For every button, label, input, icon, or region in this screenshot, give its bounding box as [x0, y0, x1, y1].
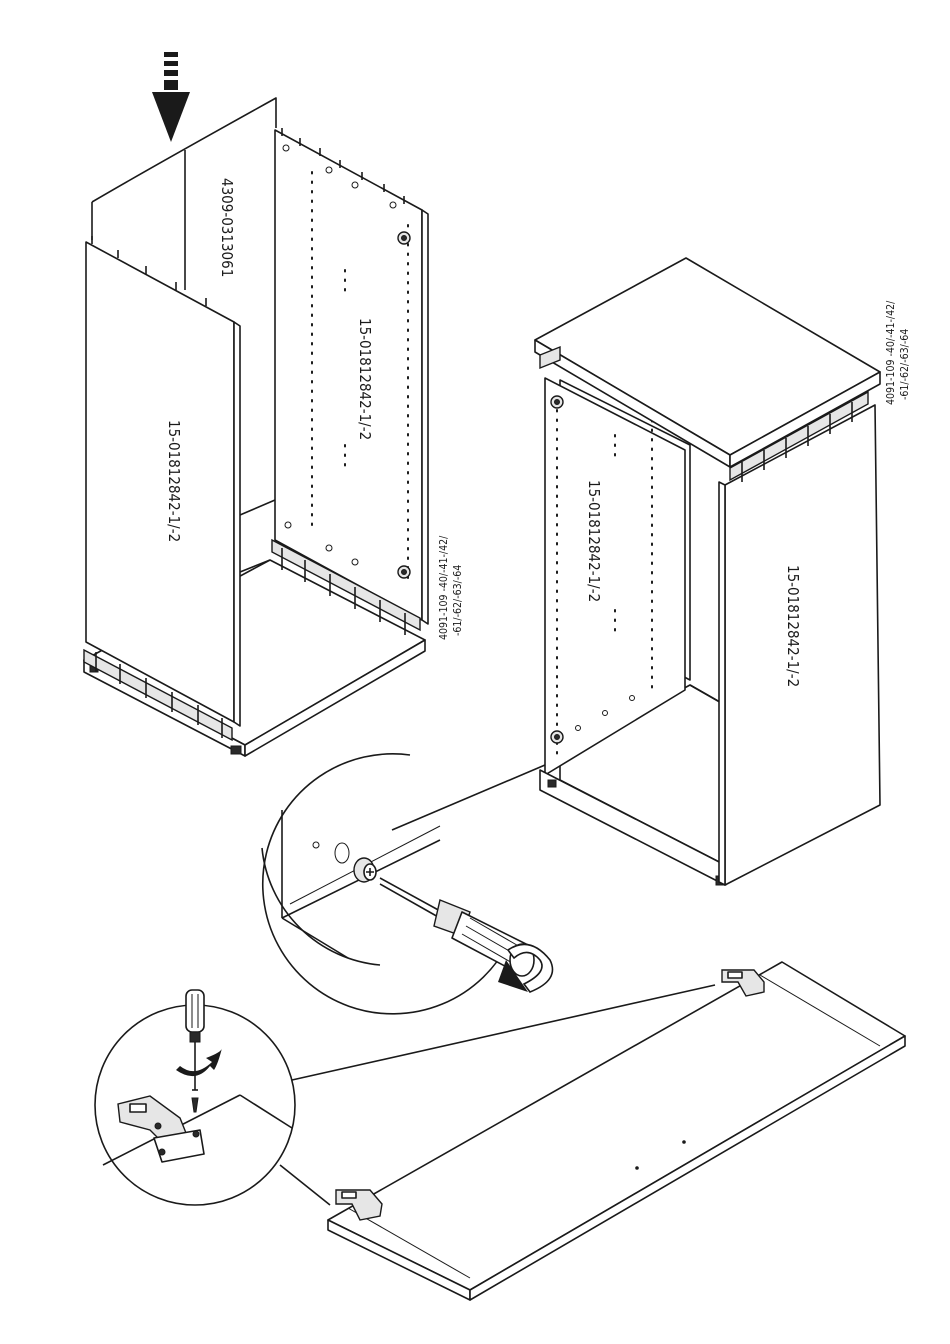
front-side-panel-left — [84, 236, 240, 740]
fitting-right-label-line1: 4091-109 -40/-41-/42/ — [885, 300, 897, 405]
front-side-panel-left-label: 15-01812842-1/-2 — [165, 420, 183, 542]
rear-side-panel-left — [272, 128, 428, 635]
back-panel-label: 4309-0313061 — [218, 178, 236, 277]
detail-cam-bolt — [262, 754, 553, 1014]
hinge-icon — [118, 1096, 204, 1162]
left-exploded-assembly: 4309-0313061 15-01812842-1/-2 15-0181284… — [84, 52, 464, 756]
cam-bolt-icon — [354, 858, 376, 882]
right-assembled-cabinet: 15-01812842-1/-2 15-01812842-1/-2 4091-1… — [535, 258, 911, 885]
fitting-left-label-line2: -61/-62/-63/-64 — [452, 565, 464, 636]
screwdriver-icon — [186, 990, 204, 1112]
fitting-right-label-line2: -61/-62/-63/-64 — [899, 329, 911, 400]
down-arrow-icon — [152, 52, 190, 142]
fitting-left-label-line1: 4091-109 -40/-41-/42/ — [438, 535, 450, 640]
front-side-panel-right-label: 15-01812842-1/-2 — [784, 565, 802, 687]
rear-side-panel-right-label: 15-01812842-1/-2 — [585, 480, 603, 602]
rear-side-panel-left-label: 15-01812842-1/-2 — [356, 318, 374, 440]
rotation-arrow-icon — [176, 1048, 222, 1076]
screwdriver-icon — [380, 878, 534, 976]
